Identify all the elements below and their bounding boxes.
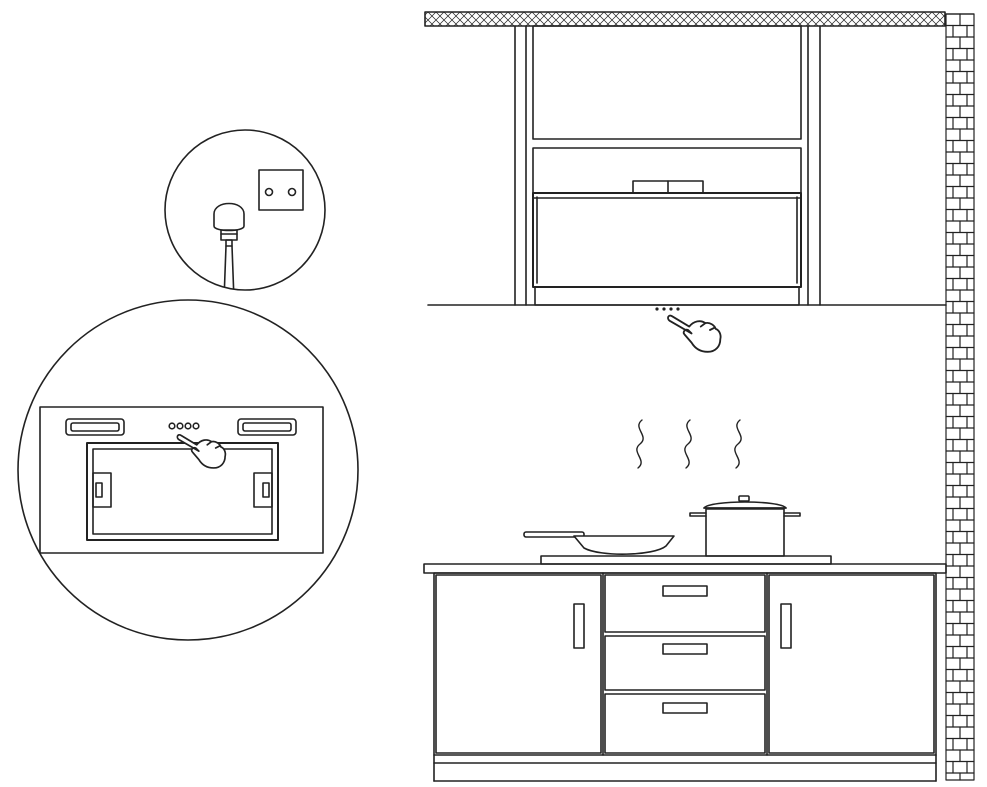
hood-underside-panel bbox=[39, 406, 324, 554]
ceiling-slab bbox=[424, 11, 946, 27]
hand-pointer-icon bbox=[176, 434, 227, 469]
cooking-pot-icon bbox=[689, 495, 801, 557]
cooktop bbox=[540, 555, 832, 565]
base-cabinet-drawer-2 bbox=[604, 635, 766, 691]
frying-pan-icon bbox=[523, 531, 675, 555]
wall-socket-icon bbox=[258, 169, 304, 211]
base-cabinet-drawer-1 bbox=[604, 574, 766, 633]
hood-control-buttons bbox=[168, 422, 200, 430]
hood-control-dots bbox=[655, 307, 680, 311]
countertop bbox=[423, 563, 947, 574]
base-cabinet-right-door bbox=[768, 574, 935, 754]
range-hood bbox=[532, 180, 802, 311]
hood-filter bbox=[86, 442, 279, 541]
steam-icon bbox=[636, 419, 742, 469]
power-plug-icon bbox=[213, 202, 245, 290]
detail-circle-hood-controls bbox=[17, 299, 359, 641]
base-cabinet-left-door bbox=[435, 574, 602, 754]
base-cabinet-drawer-3 bbox=[604, 693, 766, 754]
upper-cabinet bbox=[514, 25, 821, 306]
hood-light-right bbox=[237, 418, 297, 436]
detail-circle-power-plug bbox=[164, 129, 326, 291]
base-cabinet bbox=[433, 572, 937, 782]
brick-wall bbox=[945, 13, 975, 781]
hand-pointer-icon bbox=[667, 314, 722, 353]
hood-light-left bbox=[65, 418, 125, 436]
